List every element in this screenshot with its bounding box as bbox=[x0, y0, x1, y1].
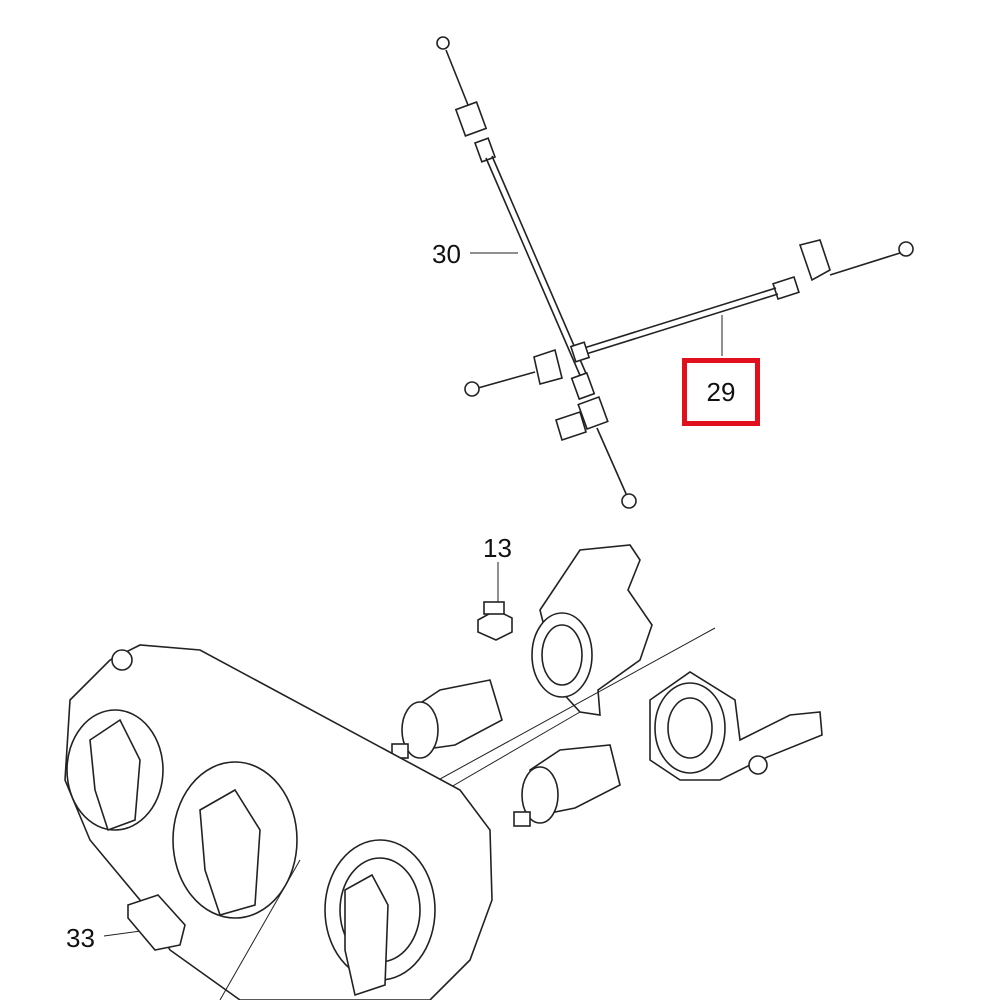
callout-29: 29 bbox=[706, 376, 736, 407]
cable-29[interactable] bbox=[464, 239, 914, 397]
knob-core-right[interactable] bbox=[513, 744, 621, 827]
bulb-socket-13[interactable] bbox=[477, 601, 513, 641]
button-33[interactable] bbox=[127, 894, 186, 951]
actuator-right[interactable] bbox=[649, 671, 823, 781]
callout-29-highlight[interactable]: 29 bbox=[682, 358, 760, 426]
callout-33[interactable]: 33 bbox=[66, 923, 95, 953]
callout-13[interactable]: 13 bbox=[483, 533, 512, 563]
actuator-bracket[interactable] bbox=[419, 544, 716, 806]
knob-core-left[interactable] bbox=[391, 679, 503, 759]
cable-30[interactable] bbox=[436, 36, 637, 509]
callout-30[interactable]: 30 bbox=[432, 239, 461, 269]
